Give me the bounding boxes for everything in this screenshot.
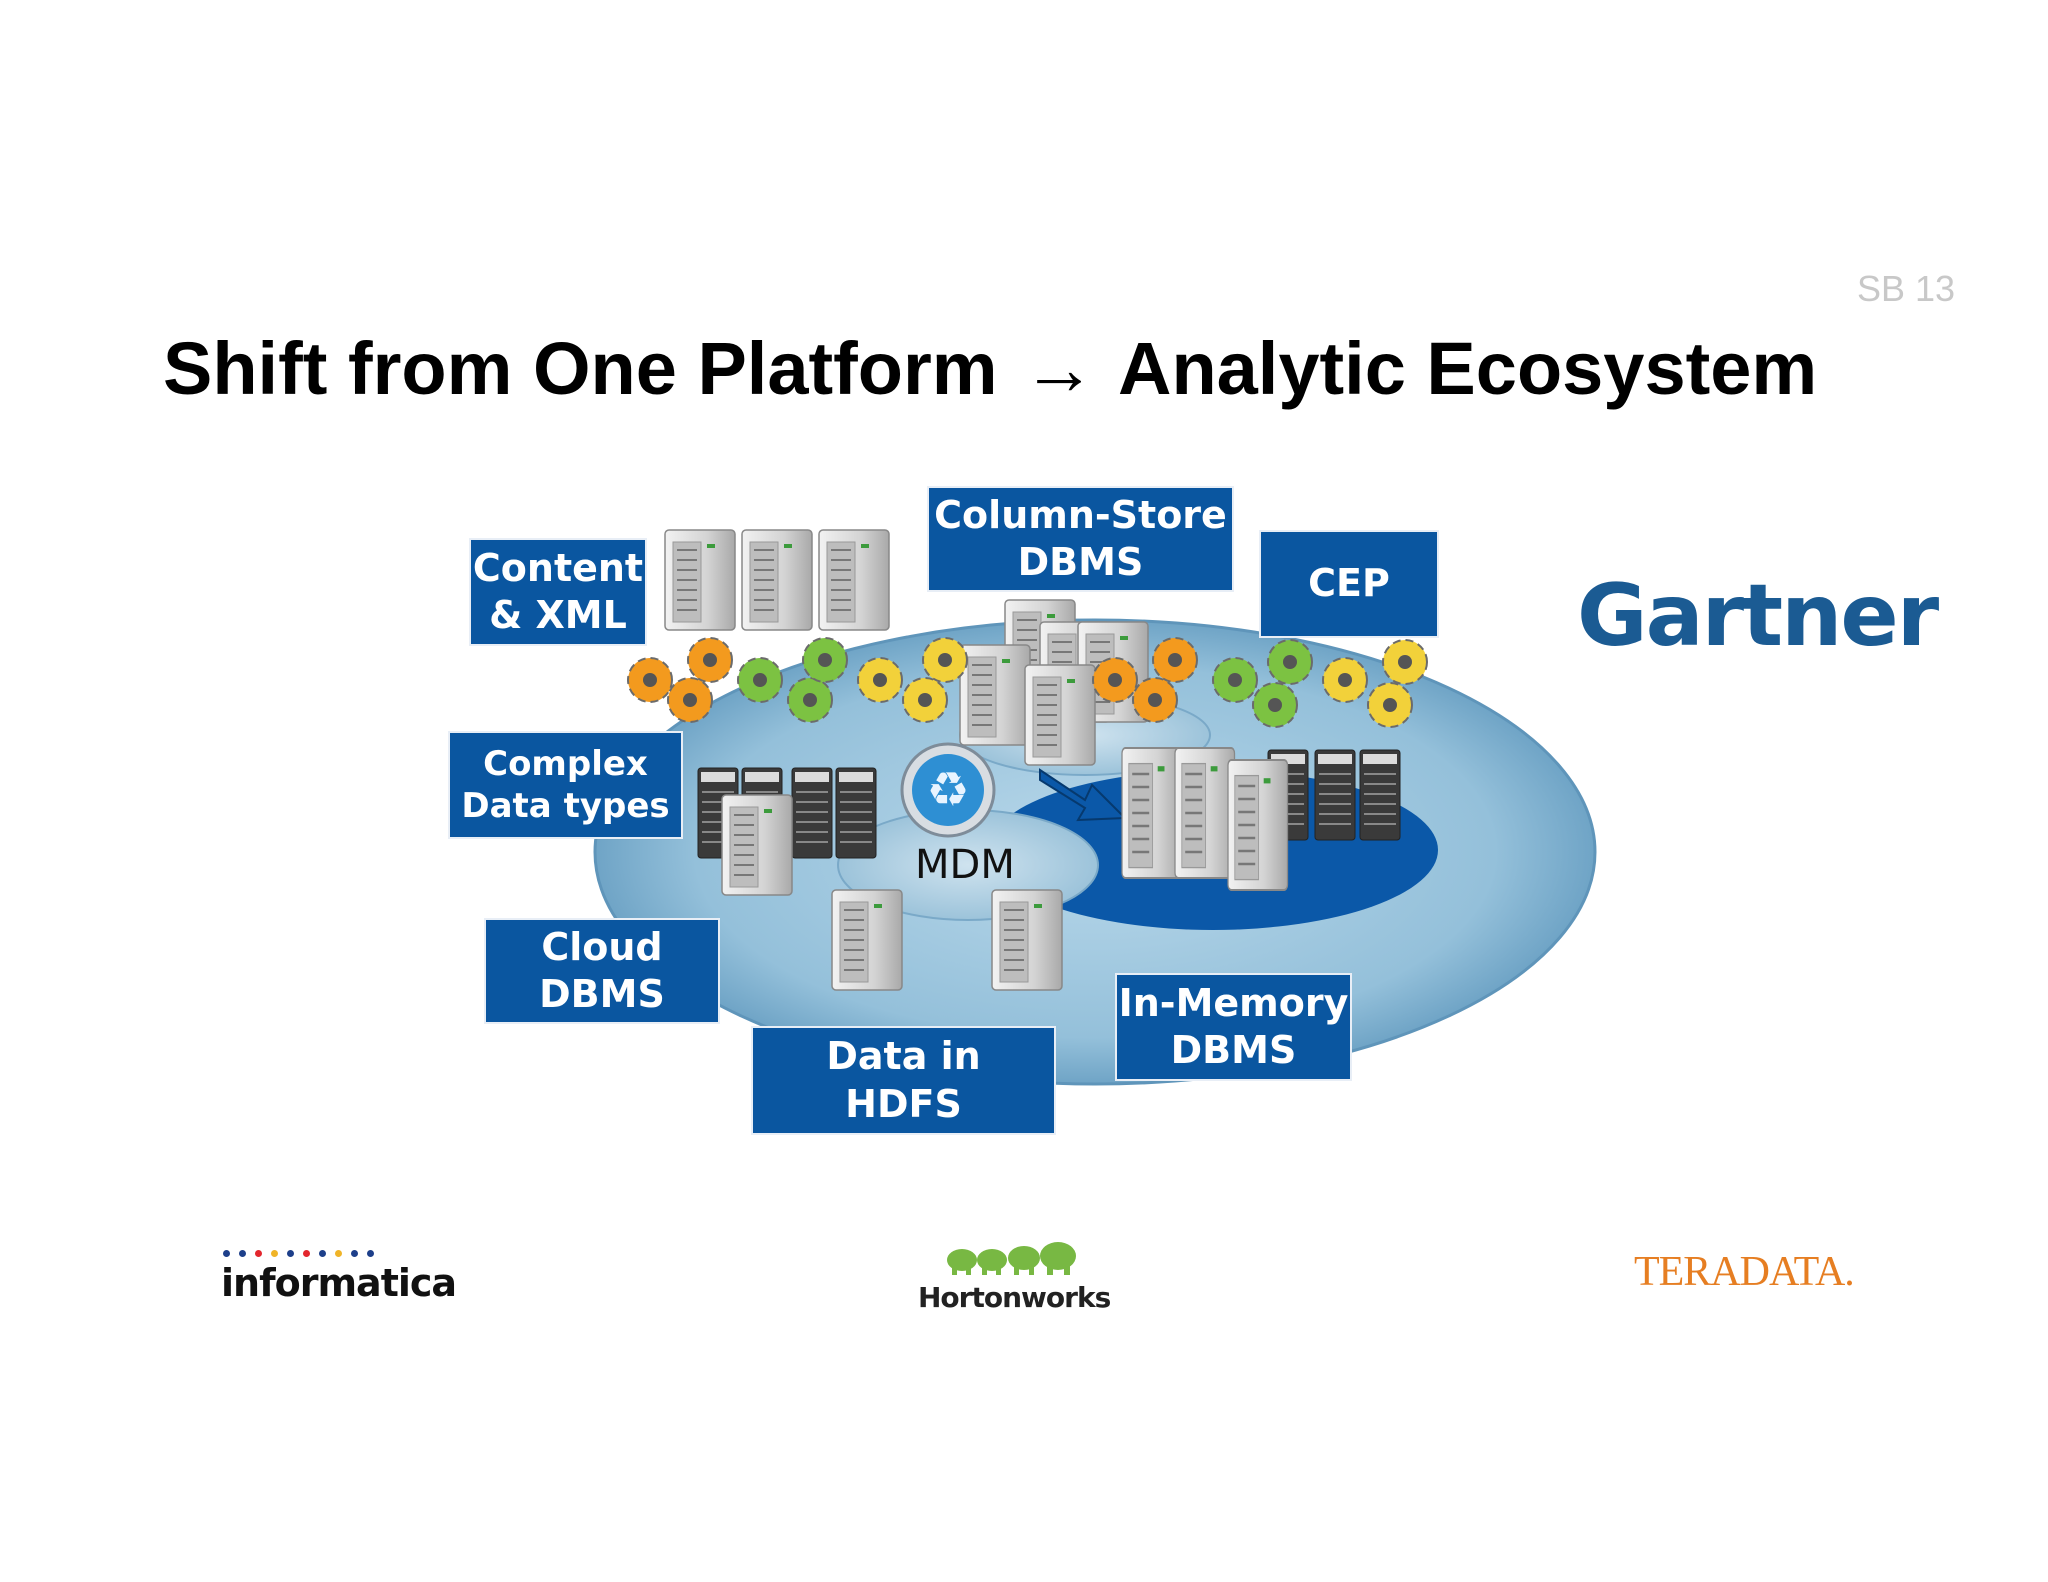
gear-icon — [1092, 657, 1138, 703]
gear-icon — [1322, 657, 1368, 703]
gartner-logo: Gartner — [1577, 566, 1939, 666]
informatica-dots — [223, 1250, 456, 1257]
hortonworks-wordmark: Hortonworks — [918, 1281, 1111, 1314]
title-arrow: → — [1022, 327, 1097, 410]
server-icon — [1120, 746, 1183, 880]
server-icon — [991, 889, 1063, 991]
server-icon — [959, 644, 1031, 746]
gear-icon — [902, 677, 948, 723]
gear-icon — [667, 677, 713, 723]
label-in-memory-dbms: In-Memory DBMS — [1115, 973, 1352, 1081]
arrow-icon — [1039, 768, 1128, 822]
mdm-label: MDM — [915, 842, 1015, 888]
gear-icon — [1132, 677, 1178, 723]
server-icon — [818, 529, 890, 631]
server-rack-icon — [791, 767, 833, 859]
gear-icon — [1367, 682, 1413, 728]
elephant-icon — [947, 1242, 1077, 1275]
gear-icon — [1212, 657, 1258, 703]
gear-icon — [687, 637, 733, 683]
server-rack-icon — [1359, 749, 1401, 841]
hortonworks-logo: Hortonworks — [918, 1238, 1111, 1314]
label-column-store: Column-Store DBMS — [927, 486, 1234, 592]
server-icon — [1024, 664, 1096, 766]
gear-icon — [1252, 682, 1298, 728]
server-icon — [1173, 746, 1236, 880]
gear-icon — [1152, 637, 1198, 683]
gear-icon — [802, 637, 848, 683]
gear-icon — [627, 657, 673, 703]
teradata-logo: TERADATA. — [1634, 1249, 1855, 1295]
title-right: Analytic Ecosystem — [1118, 327, 1818, 410]
server-rack-icon — [835, 767, 877, 859]
server-icon — [1226, 758, 1289, 892]
gear-icon — [787, 677, 833, 723]
page-title: Shift from One Platform → Analytic Ecosy… — [163, 326, 1817, 411]
server-rack-icon — [1314, 749, 1356, 841]
server-icon — [831, 889, 903, 991]
label-cloud-dbms: Cloud DBMS — [484, 918, 720, 1024]
gear-icon — [1267, 639, 1313, 685]
label-data-in-hdfs: Data in HDFS — [751, 1026, 1056, 1135]
gear-icon — [922, 637, 968, 683]
server-icon — [664, 529, 736, 631]
informatica-wordmark: informatica — [221, 1261, 457, 1305]
server-icon — [721, 794, 793, 896]
informatica-logo: informatica — [221, 1250, 457, 1305]
gear-icon — [737, 657, 783, 703]
server-icon — [741, 529, 813, 631]
gear-icon — [1382, 639, 1428, 685]
recycle-icon: ♻ — [900, 742, 996, 838]
svg-text:♻: ♻ — [926, 762, 969, 818]
title-left: Shift from One Platform — [163, 327, 998, 410]
label-complex-data-types: Complex Data types — [448, 731, 683, 839]
label-content-xml: Content & XML — [469, 538, 647, 646]
slide-number: SB 13 — [1857, 268, 1956, 309]
gear-icon — [857, 657, 903, 703]
label-cep: CEP — [1259, 530, 1439, 638]
